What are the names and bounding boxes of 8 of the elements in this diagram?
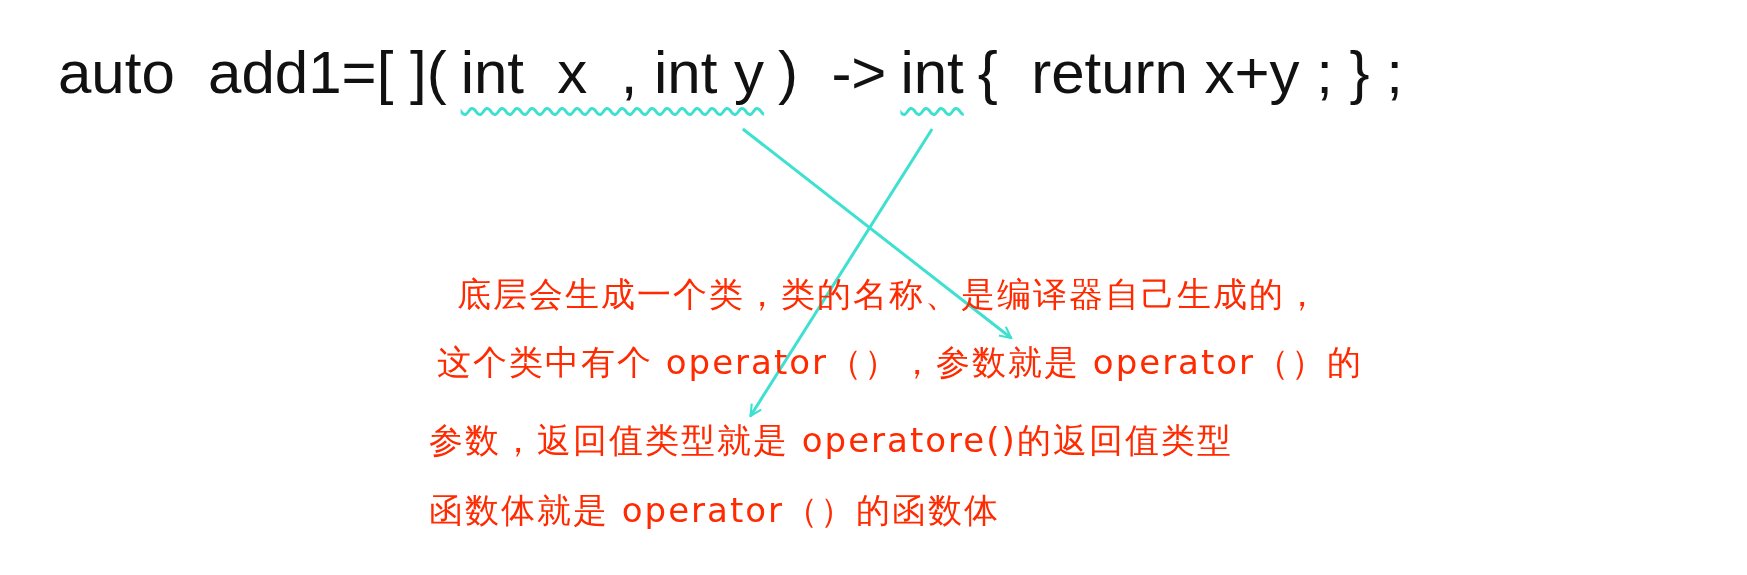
code-text: { return x+y ; } ; xyxy=(977,38,1403,107)
handwritten-note: 函数体就是 operator（）的函数体 xyxy=(429,488,1001,534)
underlined-code: int xyxy=(900,38,964,107)
code-text: ) -> xyxy=(778,38,887,107)
underlined-code: int x , int y xyxy=(460,38,765,107)
arrow xyxy=(741,127,1013,340)
code-text: auto add1=[ ]( xyxy=(58,38,447,107)
handwritten-note: 参数，返回值类型就是 operatore()的返回值类型 xyxy=(429,418,1233,464)
